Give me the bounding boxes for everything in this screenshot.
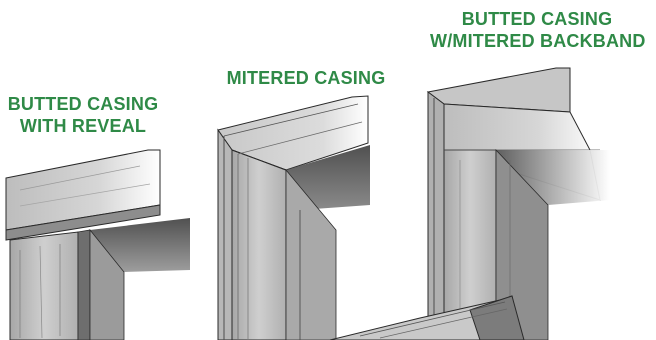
label-line: W/MITERED BACKBAND bbox=[430, 31, 646, 51]
cropped-casing-illustration bbox=[329, 295, 525, 340]
label-line: BUTTED CASING bbox=[461, 9, 613, 29]
label-line: MITERED CASING bbox=[226, 68, 386, 88]
mitered-casing-illustration bbox=[217, 95, 370, 340]
butted-casing-mitered-backband-illustration bbox=[426, 67, 610, 340]
label-butted-casing-with-reveal: BUTTED CASING WITH REVEAL bbox=[3, 93, 163, 137]
label-mitered-casing: MITERED CASING bbox=[218, 67, 394, 89]
label-line: WITH REVEAL bbox=[19, 116, 147, 136]
label-butted-casing-mitered-backband: BUTTED CASING W/MITERED BACKBAND bbox=[430, 8, 646, 52]
label-line: BUTTED CASING bbox=[7, 94, 159, 114]
butted-casing-with-reveal-illustration bbox=[5, 149, 190, 340]
